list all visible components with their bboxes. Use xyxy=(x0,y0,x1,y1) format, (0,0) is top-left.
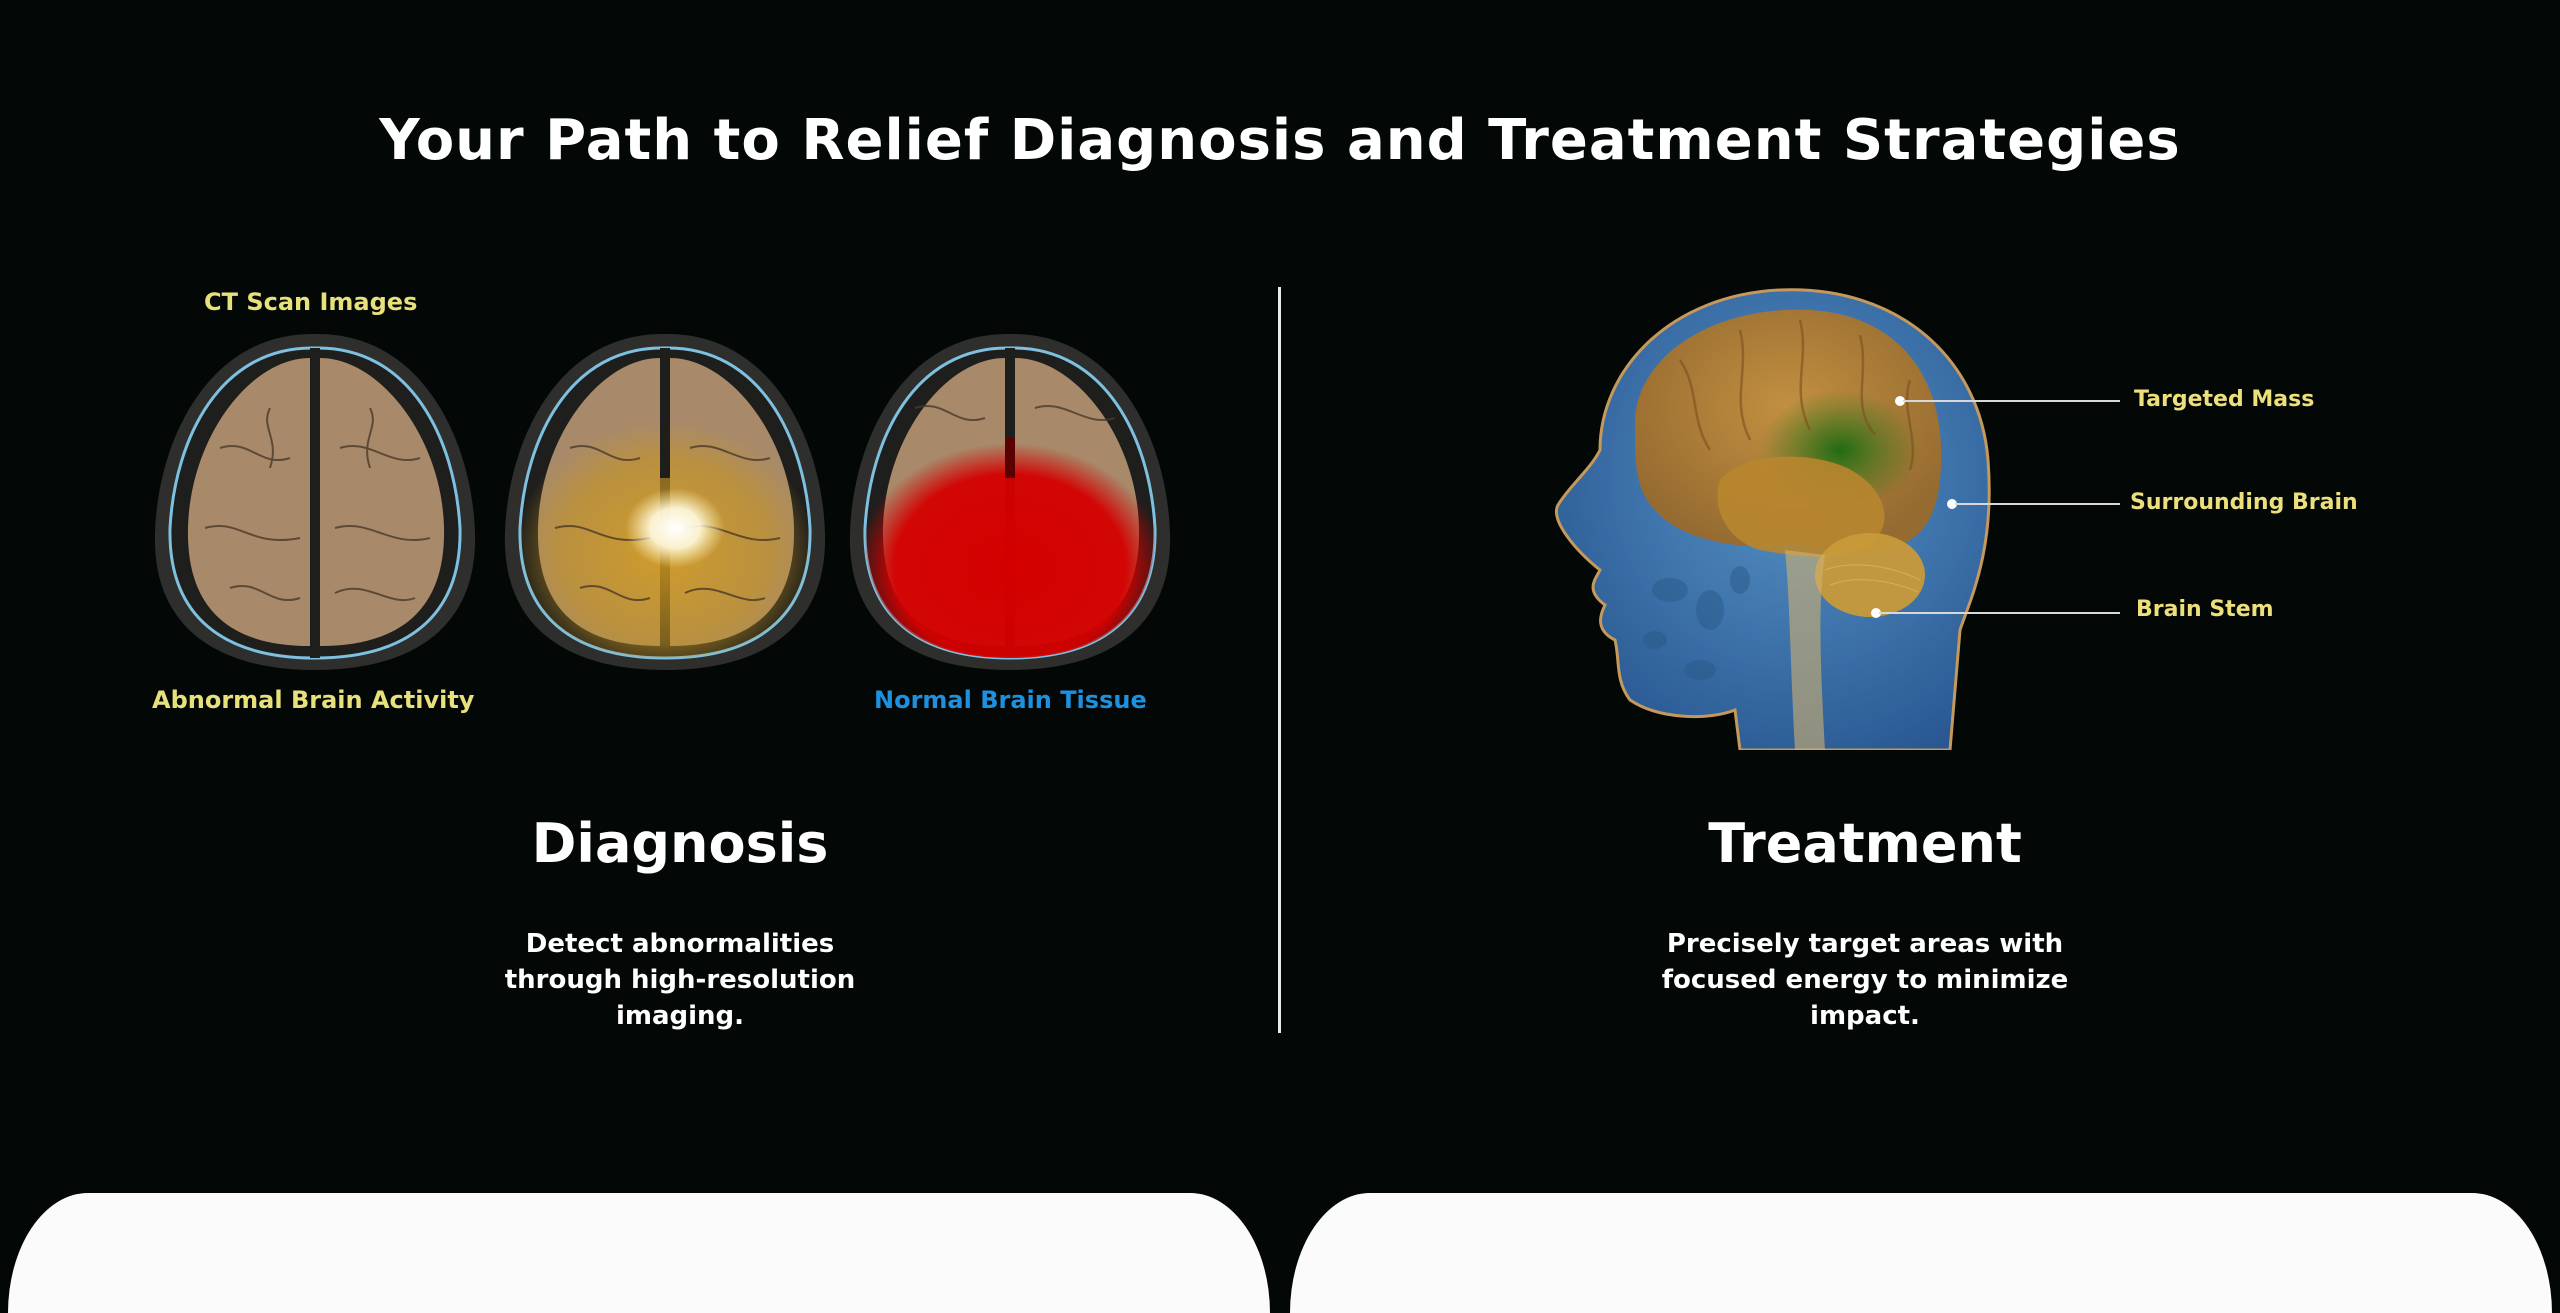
abnormal-brain-activity-label: Abnormal Brain Activity xyxy=(152,686,475,714)
treatment-bottom-card xyxy=(1290,1193,2552,1313)
treatment-description-line: focused energy to minimize xyxy=(1661,965,2069,995)
treatment-title: Treatment xyxy=(1708,812,2022,875)
treatment-description-line: Precisely target areas with xyxy=(1666,929,2064,959)
ct-scan-red-highlight-image xyxy=(849,333,1171,670)
targeted-mass-label: Targeted Mass xyxy=(2134,387,2315,412)
diagnosis-description: Detect abnormalities through high-resolu… xyxy=(360,926,1000,1034)
targeted-mass-marker xyxy=(1895,396,1905,406)
diagnosis-description-line: Detect abnormalities xyxy=(525,929,835,959)
brain-stem-marker xyxy=(1871,608,1881,618)
diagnosis-bottom-card xyxy=(8,1193,1270,1313)
normal-brain-tissue-label: Normal Brain Tissue xyxy=(874,686,1147,714)
ct-scan-images-label: CT Scan Images xyxy=(204,288,418,316)
diagnosis-title: Diagnosis xyxy=(531,812,829,875)
surrounding-brain-leader-line xyxy=(1955,503,2120,505)
section-divider xyxy=(1278,287,1281,1033)
targeted-mass-leader-line xyxy=(1903,400,2120,402)
brain-stem-leader-line xyxy=(1879,612,2120,614)
ct-scan-baseline-image xyxy=(154,333,476,670)
surrounding-brain-marker xyxy=(1947,499,1957,509)
diagnosis-description-line: imaging. xyxy=(615,1001,745,1031)
treatment-description-line: impact. xyxy=(1810,1001,1920,1031)
surrounding-brain-label: Surrounding Brain xyxy=(2130,490,2358,515)
brain-stem-label: Brain Stem xyxy=(2136,597,2274,622)
page-title: Your Path to Relief Diagnosis and Treatm… xyxy=(379,108,2181,173)
ct-scan-abnormal-activity-image xyxy=(504,333,826,670)
diagnosis-description-line: through high-resolution xyxy=(504,965,856,995)
head-brain-illustration xyxy=(1555,288,1991,750)
treatment-description: Precisely target areas with focused ener… xyxy=(1545,926,2185,1034)
